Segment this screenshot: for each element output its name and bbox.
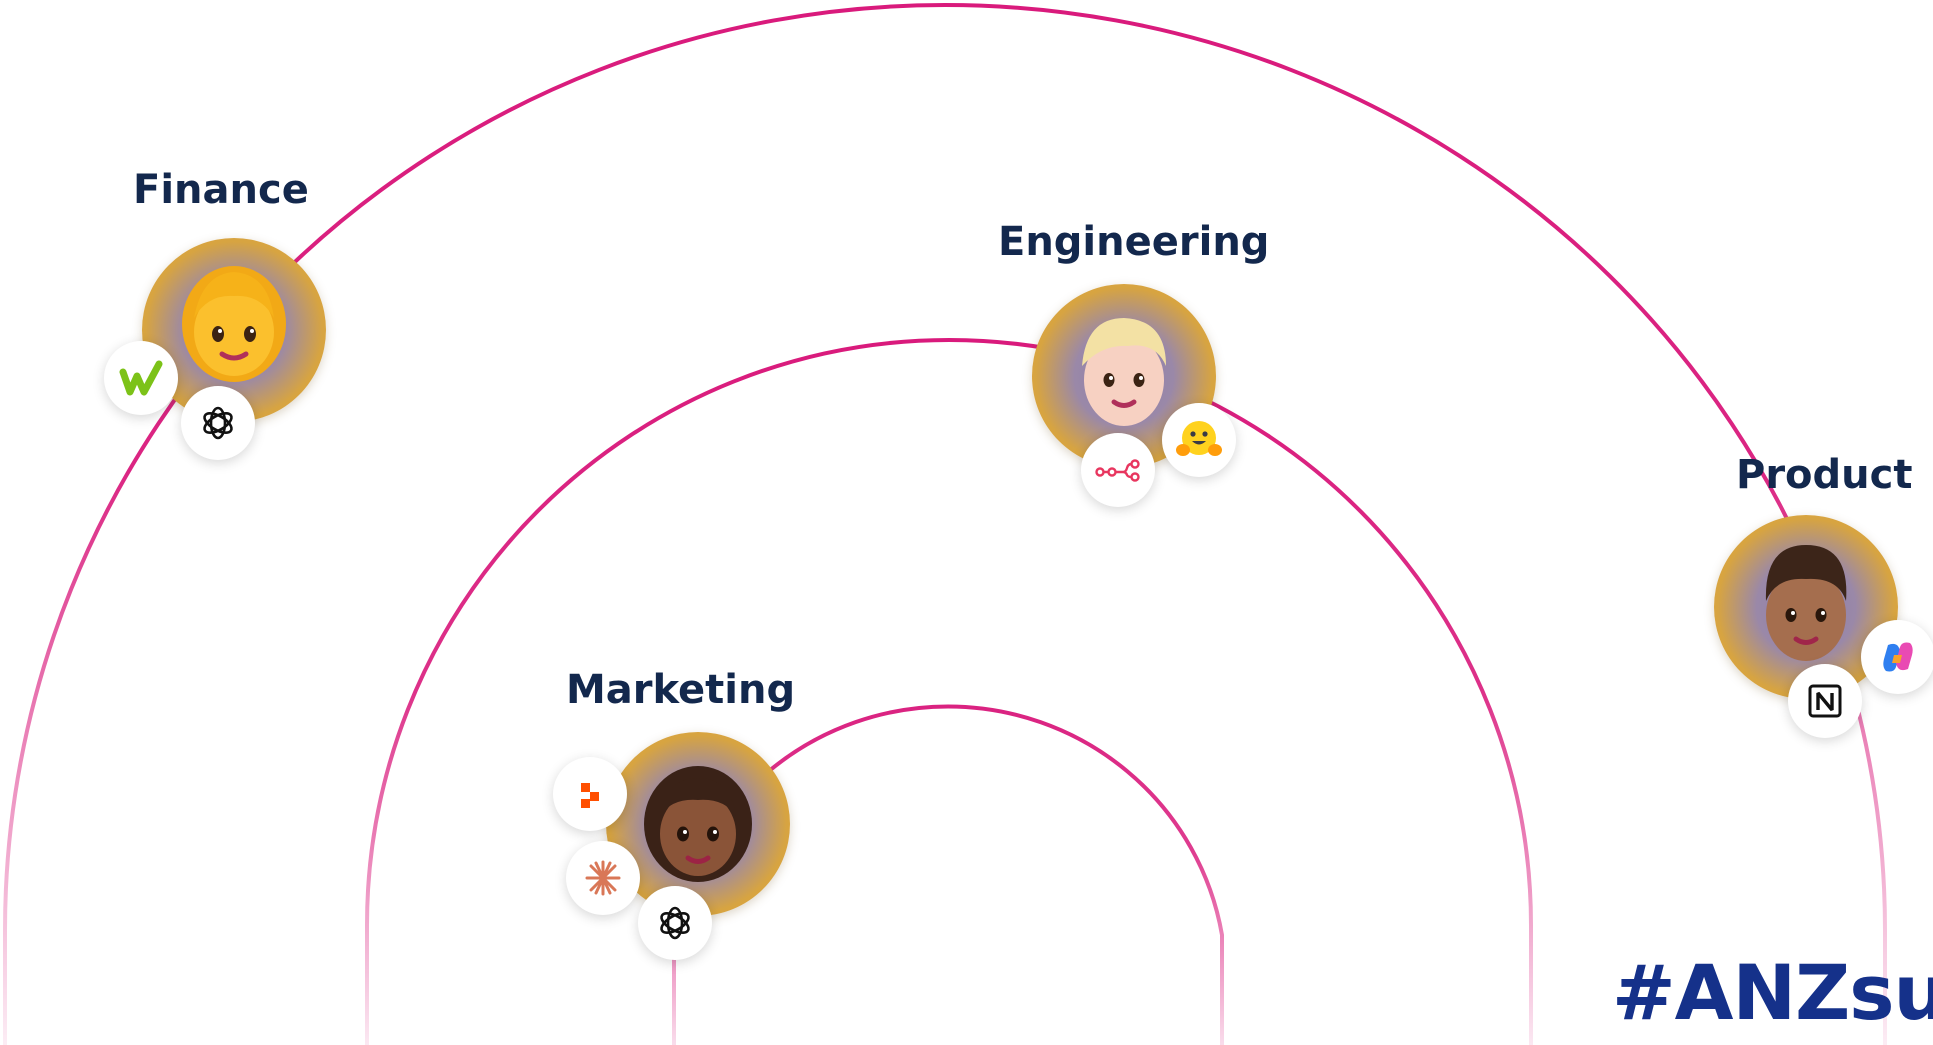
openai-badge [181,386,255,460]
workday-icon [119,360,163,396]
workday-badge [104,341,178,415]
openai-icon [660,906,690,940]
hugging-face-badge [1162,403,1236,477]
zapier-badge [553,757,627,831]
hugging-face-icon [1176,421,1222,456]
woman-curly-hair-emoji [644,766,752,882]
openai-badge-marketing [638,886,712,960]
team-label-engineering: Engineering [998,219,1270,265]
team-label-product: Product [1736,452,1913,498]
copilot-icon [1883,642,1913,672]
woman-blonde-emoji [182,266,286,382]
zapier-icon [581,783,599,808]
claude-badge [566,841,640,915]
notion-icon [1808,684,1842,718]
outer-orbit-arc [3,3,1887,1045]
notion-badge [1788,664,1862,738]
avatar-finance [142,238,326,422]
man-curly-hair-emoji [1765,545,1847,661]
openai-icon [203,406,233,440]
n8n-icon [1095,459,1140,482]
middle-orbit-arc [365,338,1533,1045]
n8n-badge [1081,433,1155,507]
claude-icon [585,860,621,896]
team-label-finance: Finance [133,167,309,213]
person-blond-emoji [1082,318,1166,426]
copilot-badge [1861,620,1933,694]
team-label-marketing: Marketing [566,667,796,713]
event-hashtag: #ANZsum [1612,948,1933,1037]
